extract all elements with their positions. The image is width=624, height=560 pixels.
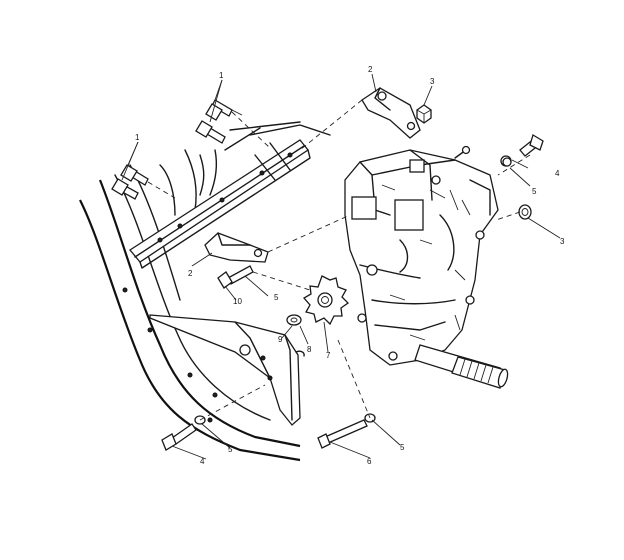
output-shaft bbox=[414, 344, 509, 389]
callout-4-lower: 4 bbox=[200, 457, 205, 466]
callout-1-left: 1 bbox=[135, 133, 140, 142]
bolt-1d bbox=[111, 178, 139, 200]
upper-mounting-bar bbox=[129, 139, 311, 269]
nut-3-lower bbox=[518, 204, 532, 220]
lower-mounting-plate bbox=[149, 314, 301, 426]
callout-labels: 1 1 2 2 3 3 4 4 5 5 5 5 5 6 7 8 9 10 bbox=[135, 65, 565, 466]
bolt-1a bbox=[205, 99, 243, 121]
callout-5-lower-left: 5 bbox=[228, 445, 233, 454]
bolt-1b bbox=[195, 120, 226, 144]
callout-5-lower-right: 5 bbox=[400, 443, 405, 452]
callout-2-lower: 2 bbox=[188, 269, 193, 278]
washer-5-upper bbox=[502, 157, 512, 167]
bolt-10 bbox=[217, 265, 254, 289]
callout-9: 9 bbox=[278, 335, 283, 344]
washer-9 bbox=[286, 314, 302, 326]
callout-3-upper: 3 bbox=[430, 77, 435, 86]
callout-2-upper: 2 bbox=[368, 65, 373, 74]
callout-3-lower: 3 bbox=[560, 237, 565, 246]
callout-8: 8 bbox=[307, 345, 312, 354]
bracket-2-lower bbox=[204, 232, 269, 263]
callout-4-upper: 4 bbox=[555, 169, 560, 178]
callout-5-upper-right: 5 bbox=[532, 187, 537, 196]
bracket-2-upper bbox=[361, 87, 421, 139]
nut-3-upper bbox=[416, 104, 432, 124]
leader-lines bbox=[121, 73, 561, 460]
callout-5-mid: 5 bbox=[274, 293, 279, 302]
callout-6: 6 bbox=[367, 457, 372, 466]
gearcase-housing bbox=[344, 145, 499, 366]
callout-1-top: 1 bbox=[219, 71, 224, 80]
assembly-lines bbox=[147, 99, 531, 421]
frame-rails bbox=[79, 121, 331, 462]
callout-7: 7 bbox=[326, 351, 331, 360]
bolt-1c bbox=[120, 164, 149, 186]
drive-sprocket bbox=[302, 275, 350, 326]
clip-8 bbox=[295, 350, 305, 357]
bolt-6 bbox=[317, 413, 376, 449]
callout-10: 10 bbox=[233, 297, 242, 306]
